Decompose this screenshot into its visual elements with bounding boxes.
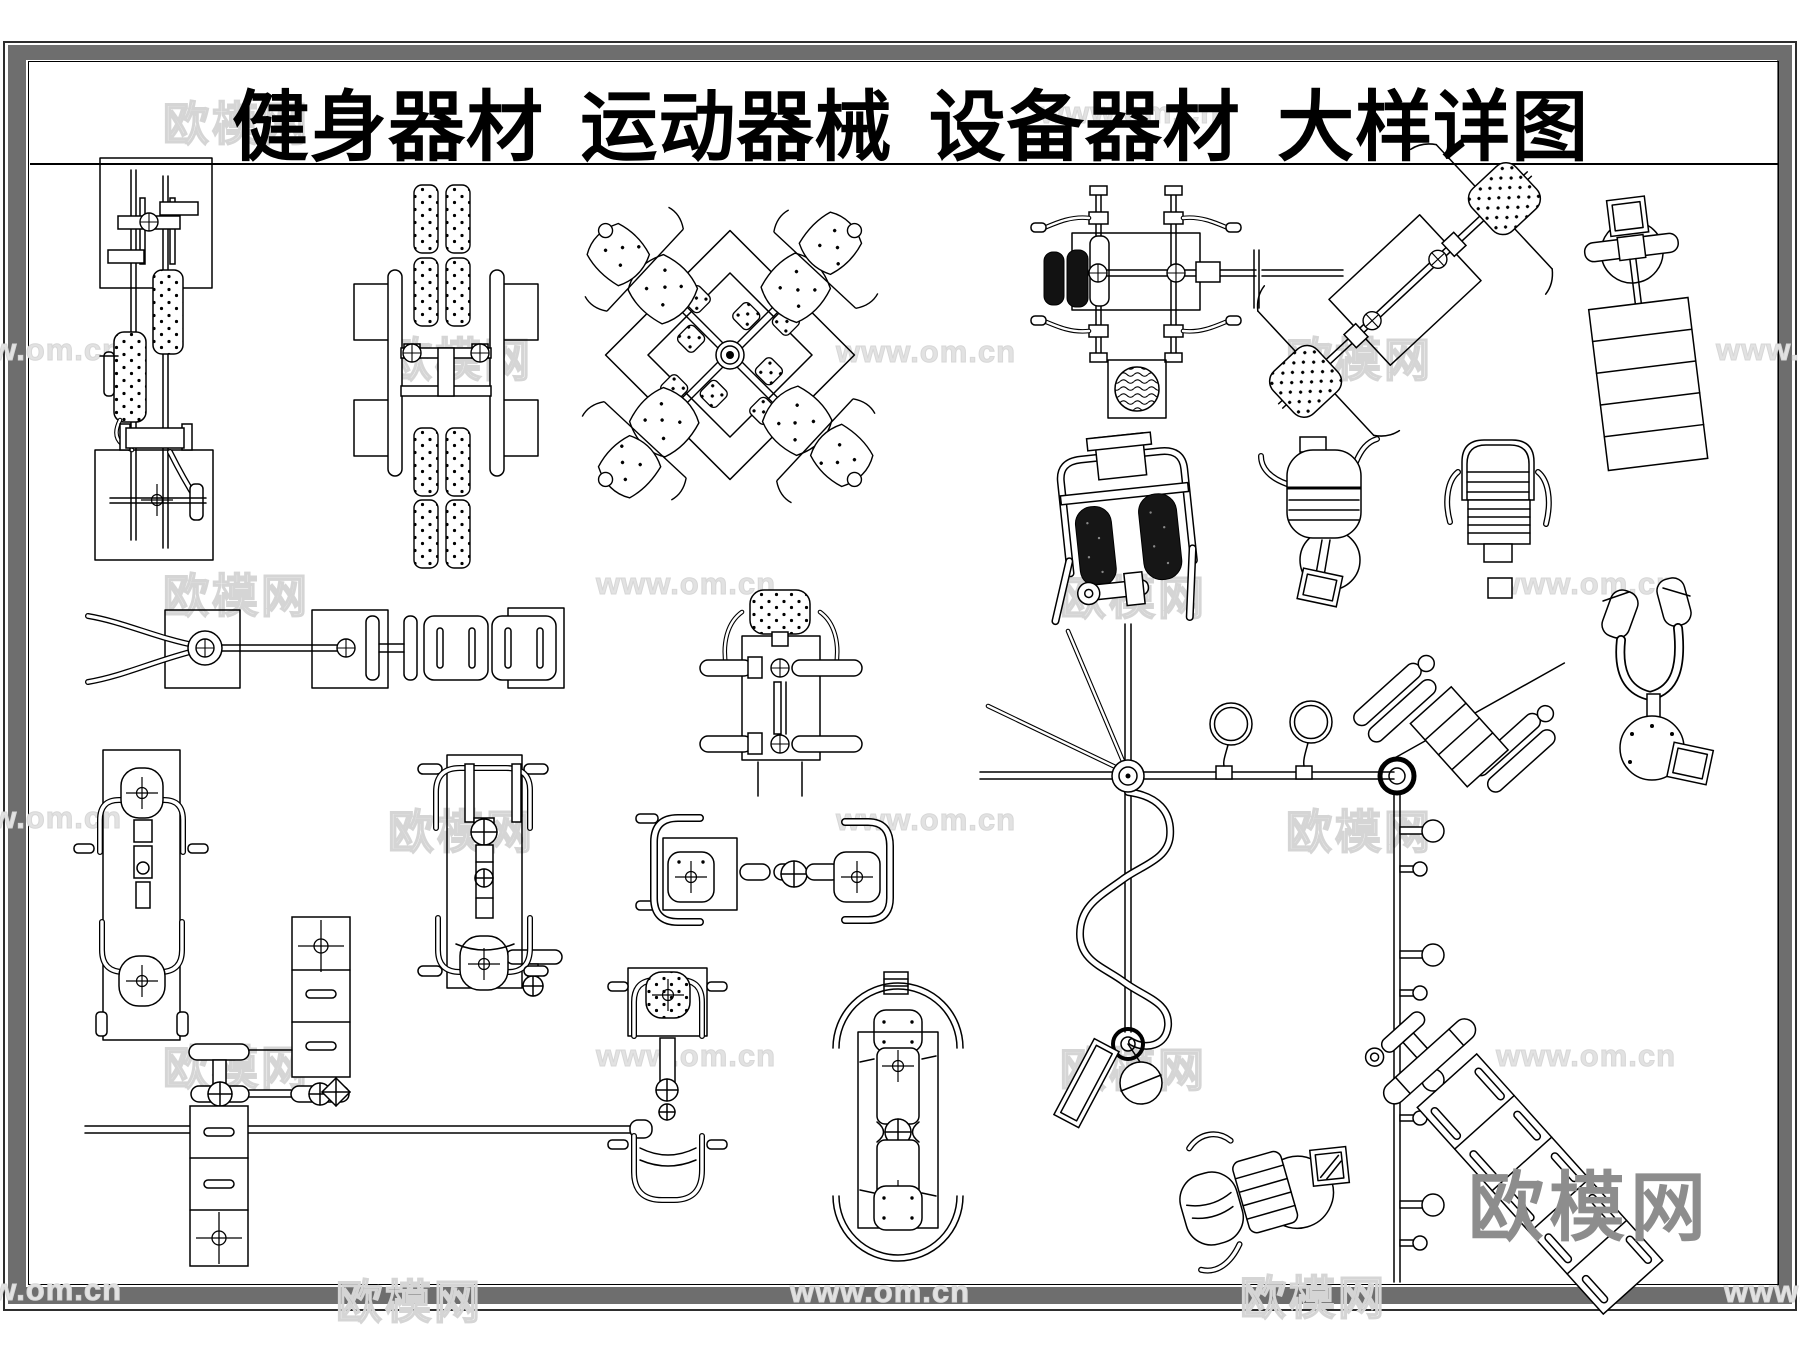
title-divider (30, 163, 1778, 165)
sheet-inner-border (28, 61, 1779, 1285)
incline-situp-bench (1583, 195, 1709, 472)
massage-chair (1444, 439, 1552, 599)
shoulder-press-frame (417, 754, 549, 991)
cable-column-trainer (94, 157, 214, 561)
t-bar-row-stacks (84, 916, 653, 1267)
leg-curl-machine (1051, 431, 1198, 626)
rotary-twister (1256, 143, 1554, 437)
double-leg-press (353, 184, 539, 569)
recumbent-bike (1179, 1131, 1351, 1274)
twin-seat-pull (635, 813, 894, 926)
site-logo-watermark: 欧模网 (1468, 1166, 1711, 1251)
four-way-x-station (555, 180, 905, 530)
massage-disc (1107, 359, 1167, 419)
upright-bike (73, 749, 209, 1041)
corner-ab-board (1353, 654, 1566, 793)
sheet-outer-border (3, 41, 1797, 1311)
parallel-fork-machine (1601, 577, 1715, 786)
rowing-stretch-machine (85, 607, 565, 689)
incline-bench (1364, 1011, 1664, 1316)
lat-pulldown-seat (699, 589, 863, 797)
sheet-gray-frame (8, 45, 1792, 1304)
kettle-swing-machine (1258, 436, 1380, 608)
dome-slider (832, 971, 964, 1262)
smith-press-station (1030, 185, 1344, 363)
page-title: 健身器材 运动器械 设备器材 大样详图 (232, 85, 1590, 171)
seated-dip-column (607, 967, 728, 1203)
